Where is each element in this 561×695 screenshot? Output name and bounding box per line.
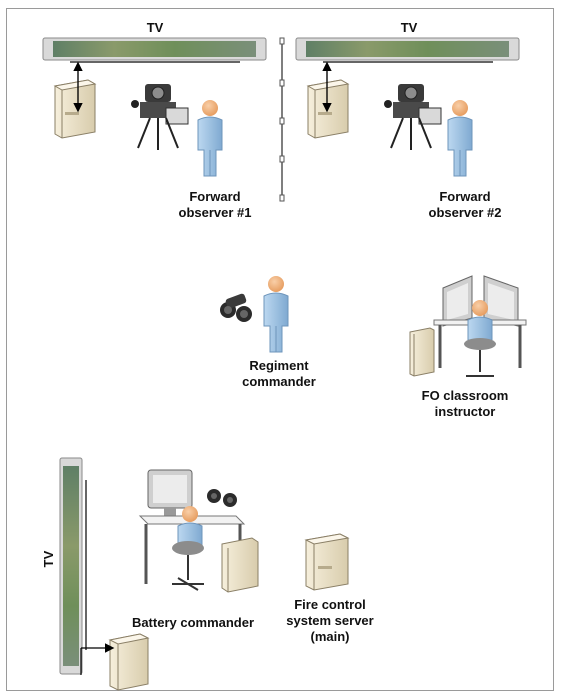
workstation-icon	[138, 469, 259, 593]
tv-label: TV	[400, 20, 418, 35]
fo-classroom-instructor-label: FO classroom instructor	[421, 388, 509, 419]
tv-label: TV	[146, 20, 164, 35]
fire-control-server-label: Fire control system server (main)	[286, 597, 374, 644]
camera-tripod-icon	[131, 84, 189, 150]
battery-commander-label: Battery commander	[131, 615, 255, 630]
computer-tower-icon	[304, 533, 350, 591]
computer-tower-icon	[53, 79, 97, 139]
tv-icon	[59, 457, 87, 675]
computer-tower-icon	[108, 633, 150, 691]
tv-icon	[42, 37, 267, 63]
forward-observer-1-label: Forward observer #1	[178, 189, 252, 220]
tv-icon	[295, 37, 520, 63]
tv-label: TV	[41, 550, 56, 568]
computer-tower-icon	[306, 79, 350, 139]
person-icon	[263, 276, 289, 353]
regiment-commander-label: Regiment commander	[242, 358, 316, 389]
workstation-icon	[409, 275, 527, 377]
person-icon	[447, 100, 473, 177]
person-icon	[197, 100, 223, 177]
camera-tripod-icon	[384, 84, 442, 150]
binoculars-icon	[220, 293, 252, 322]
forward-observer-2-label: Forward observer #2	[428, 189, 502, 220]
partition-icon	[279, 37, 285, 202]
